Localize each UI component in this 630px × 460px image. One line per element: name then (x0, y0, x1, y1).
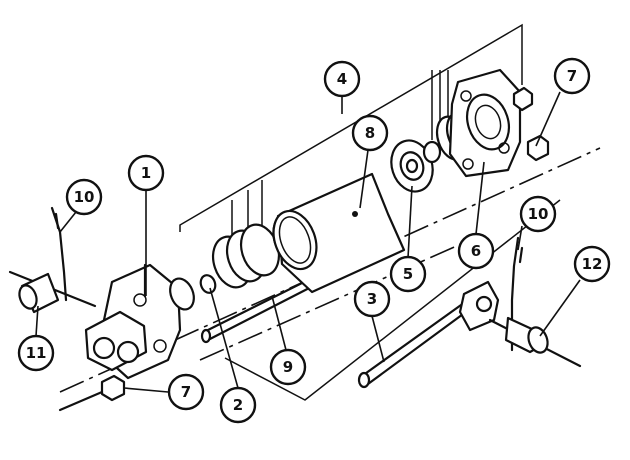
callout-3-label: 3 (367, 290, 377, 308)
callout-1-label: 1 (141, 164, 151, 182)
callout-5-label: 5 (403, 265, 413, 283)
callout-11-label: 11 (26, 344, 47, 362)
nut-lower (58, 374, 126, 412)
callout-1: 1 (127, 154, 165, 296)
rod-gland (390, 139, 434, 193)
callout-9: 9 (269, 295, 307, 386)
callout-8-label: 8 (365, 124, 375, 142)
callout-12: 12 (539, 245, 611, 337)
cylinder-barrel (272, 172, 406, 294)
callout-10a: 10 (59, 178, 103, 233)
front-end-cap (448, 68, 522, 178)
callout-4: 4 (323, 60, 361, 114)
clevis-pin-right (488, 316, 582, 368)
callout-5: 5 (389, 185, 427, 293)
cotter-pin-left (50, 206, 68, 302)
piston-rod (357, 280, 500, 389)
callout-4-label: 4 (337, 70, 347, 88)
callout-10b: 10 (517, 195, 557, 251)
callout-2: 2 (209, 287, 257, 424)
rear-end-cap (84, 263, 182, 380)
callout-7a-label: 7 (567, 67, 577, 85)
callout-9-label: 9 (283, 358, 293, 376)
clevis-pin-left (8, 270, 97, 314)
callout-11: 11 (17, 305, 55, 372)
washer-small (199, 274, 217, 294)
callout-10b-label: 10 (528, 205, 549, 223)
callout-8: 8 (351, 114, 389, 209)
callout-7a: 7 (535, 57, 591, 147)
callout-3: 3 (353, 280, 391, 363)
callout-6: 6 (457, 161, 495, 270)
callout-12-label: 12 (582, 255, 603, 273)
o-ring-rear (169, 277, 195, 311)
callout-2-label: 2 (233, 396, 243, 414)
callout-6-label: 6 (471, 242, 481, 260)
callout-10a-label: 10 (74, 188, 95, 206)
callout-7b: 7 (123, 373, 205, 411)
piston-seals (211, 211, 312, 289)
callout-7b-label: 7 (181, 383, 191, 401)
